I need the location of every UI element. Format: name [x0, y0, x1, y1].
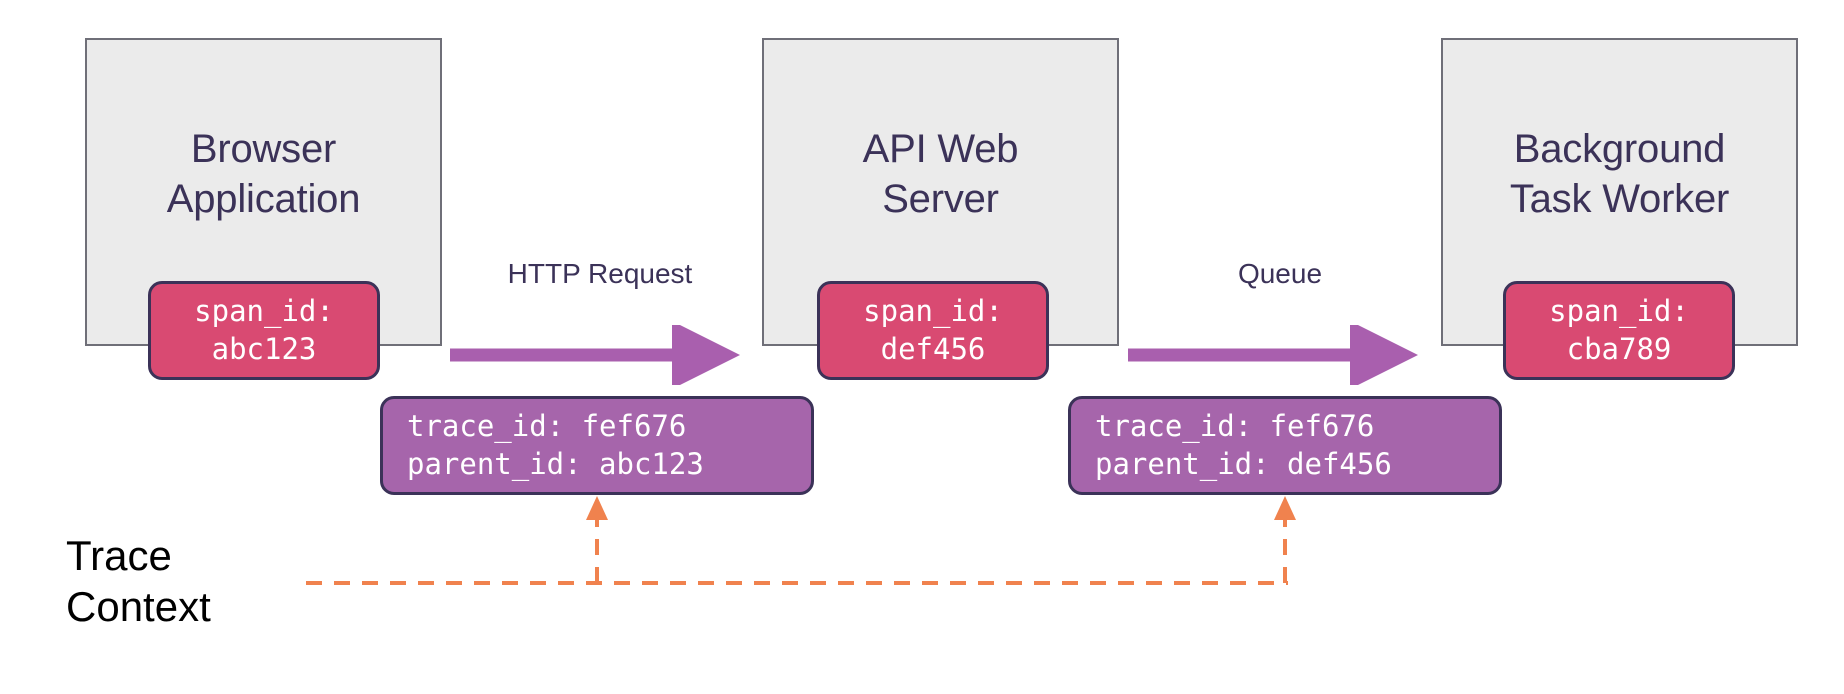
- trace-id-line-1: trace_id: fef676: [407, 408, 687, 443]
- span-badge-label-worker: span_id:: [1549, 294, 1689, 329]
- trace-id-line-2: trace_id: fef676: [1095, 408, 1375, 443]
- parent-id-line-2: parent_id: def456: [1095, 446, 1392, 481]
- span-badge-value-worker: cba789: [1566, 331, 1672, 366]
- span-badge-worker: span_id: cba789: [1503, 281, 1735, 380]
- arrow-head-2: [1350, 325, 1418, 385]
- trace-context-box-1: trace_id: fef676 parent_id: abc123: [380, 396, 814, 495]
- flow-label-http-request: HTTP Request: [507, 258, 693, 289]
- span-badge-label-browser: span_id:: [194, 294, 334, 329]
- flow-arrow-queue: [1128, 325, 1418, 385]
- span-badge-api: span_id: def456: [817, 281, 1049, 380]
- flow-label-queue: Queue: [1237, 258, 1323, 289]
- parent-id-line-1: parent_id: abc123: [407, 446, 704, 481]
- flow-arrow-http-request: [450, 325, 740, 385]
- span-badge-value-api: def456: [880, 331, 986, 366]
- span-badge-label-api: span_id:: [863, 294, 1003, 329]
- arrowhead-up-2: [1274, 496, 1296, 520]
- arrowhead-up-1: [586, 496, 608, 520]
- trace-context-legend-label: Trace Context: [66, 532, 211, 631]
- service-title-api: API Web Server: [862, 127, 1019, 221]
- service-title-browser: Browser Application: [166, 127, 361, 221]
- trace-context-box-2: trace_id: fef676 parent_id: def456: [1068, 396, 1502, 495]
- span-badge-value-browser: abc123: [211, 331, 317, 366]
- arrow-head-1: [672, 325, 740, 385]
- span-badge-browser: span_id: abc123: [148, 281, 380, 380]
- service-title-worker: Background Task Worker: [1509, 127, 1730, 221]
